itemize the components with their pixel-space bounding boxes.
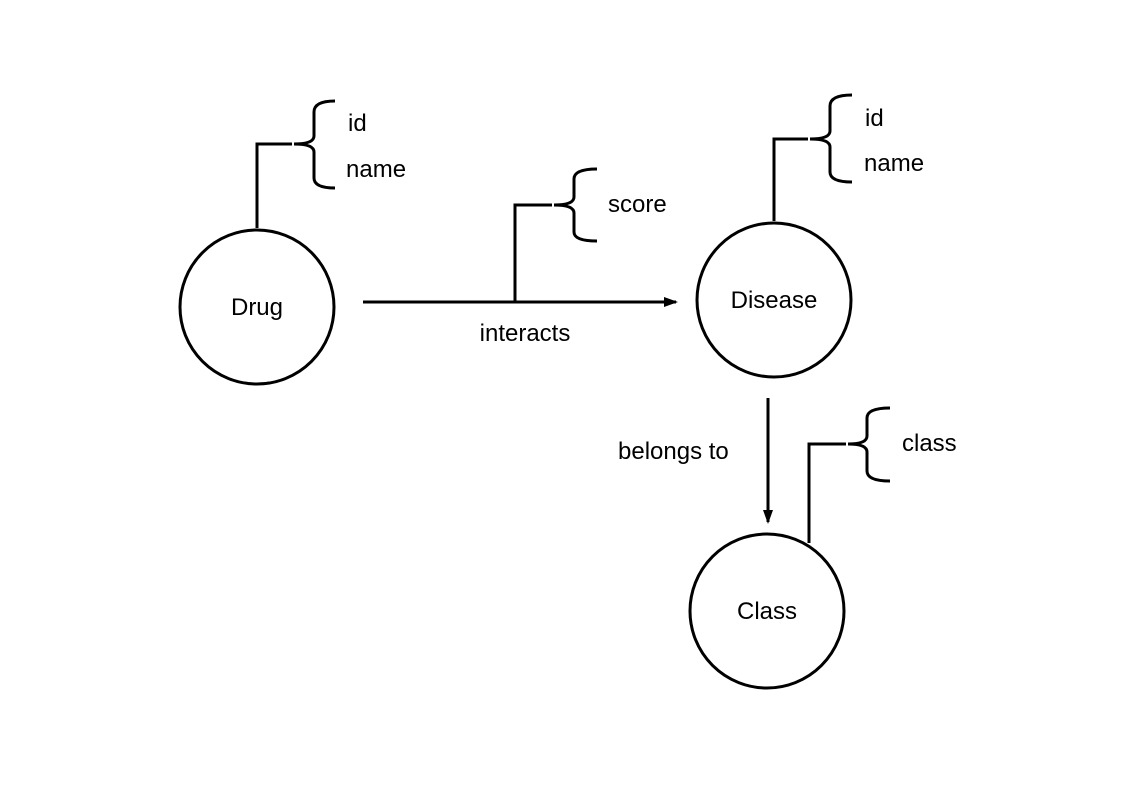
class-property-group: class [807,406,957,543]
drug-node-label: Drug [231,294,283,321]
drug-node: Drug [178,228,336,386]
disease-property-name: name [864,150,924,177]
disease-node-label: Disease [731,287,818,314]
class-node-circle [688,532,846,690]
interacts-property-score: score [608,191,667,218]
class-node: Class [688,532,846,690]
drug-property-id: id [348,110,367,137]
belongs-to-edge-label: belongs to [618,438,729,465]
class-property-class: class [902,430,957,457]
interacts-edge-label: interacts [480,320,571,347]
class-node-label: Class [737,598,797,625]
interacts-property-brace [553,167,598,243]
drug-property-name: name [346,156,406,183]
interacts-property-connector [513,203,552,302]
belongs-to-edge: belongs to [618,398,773,524]
class-property-brace [847,406,891,483]
drug-property-connector [255,142,292,228]
interacts-property-group: score [513,167,667,302]
interacts-edge: interacts [363,297,678,347]
disease-property-id: id [865,105,884,132]
drug-property-group: id name [255,99,406,228]
disease-node-circle [695,221,853,379]
disease-property-group: id name [772,93,924,221]
disease-property-brace [809,93,853,184]
class-property-connector [807,442,846,543]
disease-node: Disease [695,221,853,379]
drug-node-circle [178,228,336,386]
disease-property-connector [772,137,808,221]
drug-property-brace [293,99,336,190]
